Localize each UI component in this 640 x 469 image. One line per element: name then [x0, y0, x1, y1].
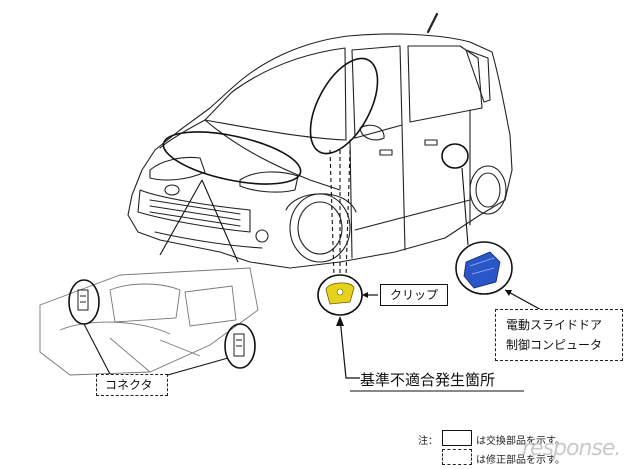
legend-prefix: 注： [418, 436, 438, 447]
interior-illustration [39, 267, 259, 376]
defect-location-label: 基準不適合発生箇所 [360, 371, 496, 389]
callout-ellipses [162, 57, 469, 185]
connector-label: コネクタ [105, 378, 153, 392]
legend-solid-swatch [442, 430, 472, 446]
defect-arrow [339, 317, 360, 379]
callout-ellipse-pillar [309, 57, 379, 155]
connector-parts [77, 289, 245, 357]
callout-ellipse-connector-right [224, 323, 256, 369]
controller-part [455, 241, 513, 295]
clip-arrowhead [362, 292, 368, 298]
connector-leaders [83, 323, 229, 381]
interior-callouts [68, 279, 256, 369]
legend-replaced: は交換部品を示す。 [476, 436, 565, 447]
callout-ellipse-door [441, 143, 469, 169]
clip-label: クリップ [390, 288, 439, 302]
legend-dashed-swatch [442, 449, 472, 465]
controller-arrowhead [505, 290, 512, 296]
clip-part [317, 274, 363, 316]
clip-label-box: クリップ [380, 284, 448, 306]
connector-label-box: コネクタ [96, 374, 168, 396]
callout-ellipse-hood [162, 131, 302, 185]
controller-label-box: 電動スライドドア 制御コンピュータ [495, 309, 623, 361]
controller-arrow [504, 289, 546, 313]
controller-label-line2: 制御コンピュータ [506, 338, 603, 352]
watermark: response. [522, 436, 621, 461]
callout-circle-controller [455, 241, 513, 295]
controller-label-line1: 電動スライドドア [506, 318, 603, 332]
car-illustration [127, 12, 513, 269]
legend-modified: は修正部品を示す。 [476, 455, 565, 466]
defect-arrowhead [336, 316, 344, 326]
leader-lines [159, 149, 469, 277]
